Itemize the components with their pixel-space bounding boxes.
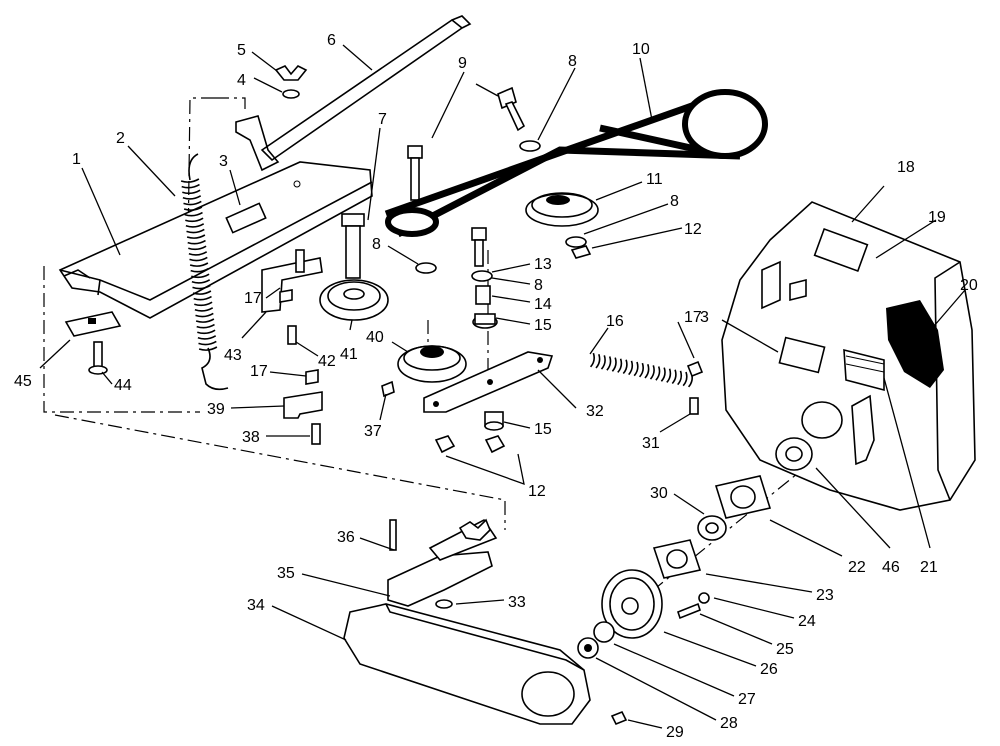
v-belt-10 [384, 89, 768, 238]
plate-45 [64, 311, 122, 375]
auger-housing-18 [721, 201, 976, 511]
callout-7: 7 [378, 111, 387, 128]
control-rod [235, 15, 472, 172]
callout-36: 36 [337, 529, 355, 546]
callout-29: 29 [666, 724, 684, 741]
callout-8b: 8 [670, 193, 679, 210]
callout-21: 21 [920, 559, 938, 576]
spring-16 [589, 352, 693, 388]
callout-25: 25 [776, 641, 794, 658]
callout-31: 31 [642, 435, 660, 452]
callout-38: 38 [242, 429, 260, 446]
callout-27: 27 [738, 691, 756, 708]
callout-4: 4 [237, 72, 246, 89]
callout-33: 33 [508, 594, 526, 611]
callout-16: 16 [606, 313, 624, 330]
callout-9: 9 [458, 55, 467, 72]
callout-26: 26 [760, 661, 778, 678]
bracket-43 [261, 249, 323, 345]
bracket-39 [283, 369, 323, 445]
callout-18: 18 [897, 159, 915, 176]
callout-30: 30 [650, 485, 668, 502]
callout-46: 46 [882, 559, 900, 576]
callout-24: 24 [798, 613, 816, 630]
bearing-assembly [652, 475, 772, 579]
callout-8d: 8 [534, 277, 543, 294]
callout-23: 23 [816, 587, 834, 604]
callout-8a: 8 [568, 53, 577, 70]
bolt-9 [497, 86, 541, 152]
callout-2: 2 [116, 130, 125, 147]
callout-10: 10 [632, 41, 650, 58]
callout-13: 13 [534, 256, 552, 273]
belt-cover-34 [343, 518, 591, 725]
spring-coil [180, 178, 218, 351]
pulley-40 [397, 145, 467, 383]
lower-hardware [434, 360, 704, 454]
callout-44: 44 [114, 377, 132, 394]
callout-11: 11 [646, 171, 663, 188]
spring-coil [589, 352, 693, 388]
callout-34: 34 [247, 597, 265, 614]
callout-3b: 3 [700, 309, 709, 326]
deflector-channel [58, 161, 373, 319]
callout-22: 22 [848, 559, 866, 576]
idler-arm-32 [381, 351, 554, 413]
callout-43: 43 [224, 347, 242, 364]
pulley-11 [525, 192, 599, 259]
callout-37: 37 [364, 423, 382, 440]
callout-35: 35 [277, 565, 295, 582]
callout-5: 5 [237, 42, 246, 59]
callout-17c: 17 [684, 309, 702, 326]
wing-nut-and-washer [274, 65, 308, 99]
long-spring [180, 153, 229, 391]
callout-41: 41 [340, 346, 358, 363]
callout-3a: 3 [219, 153, 228, 170]
callout-15b: 15 [534, 421, 552, 438]
callout-19: 19 [928, 209, 946, 226]
callout-12b: 12 [528, 483, 546, 500]
callout-labels: 1 2 3 3 4 5 6 7 8 8 8 8 9 10 11 12 12 13… [14, 32, 978, 741]
spring-hook [188, 153, 229, 391]
pulley-41 [319, 213, 389, 321]
pulley-26 [577, 569, 710, 726]
callout-17b: 17 [250, 363, 268, 380]
callout-12a: 12 [684, 221, 702, 238]
callout-15a: 15 [534, 317, 552, 334]
callout-1: 1 [72, 151, 81, 168]
callout-42: 42 [318, 353, 336, 370]
callout-45: 45 [14, 373, 32, 390]
callout-17a: 17 [244, 290, 262, 307]
callout-20: 20 [960, 277, 978, 294]
callout-40: 40 [366, 329, 384, 346]
callout-6: 6 [327, 32, 336, 49]
callout-14: 14 [534, 296, 552, 313]
callout-39: 39 [207, 401, 225, 418]
bolt-stack-13 [471, 227, 498, 329]
callout-32: 32 [586, 403, 604, 420]
callout-28: 28 [720, 715, 738, 732]
leader-lines [39, 44, 966, 729]
callout-8c: 8 [372, 236, 381, 253]
